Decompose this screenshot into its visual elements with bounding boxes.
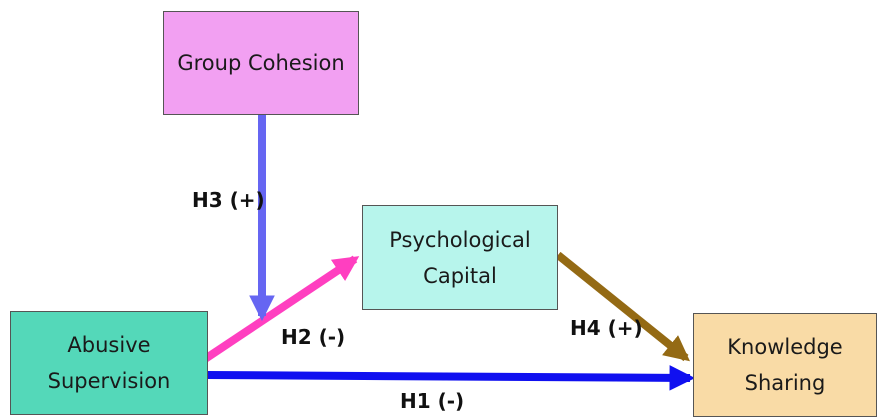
- hypothesis-label-h3: H3 (+): [192, 188, 265, 212]
- hypothesis-label-h1: H1 (-): [400, 389, 465, 413]
- arrow-h2: [202, 255, 360, 363]
- hypothesis-label-h2: H2 (-): [281, 325, 346, 349]
- hypothesis-label-h4: H4 (+): [570, 316, 643, 340]
- node-group-cohesion: Group Cohesion: [163, 11, 359, 115]
- node-knowledge-sharing: Knowledge Sharing: [693, 313, 877, 417]
- node-abusive-supervision: Abusive Supervision: [10, 311, 208, 415]
- arrow-h1: [206, 365, 696, 391]
- node-psychological-capital: Psychological Capital: [362, 205, 558, 310]
- arrow-h4: [555, 251, 690, 362]
